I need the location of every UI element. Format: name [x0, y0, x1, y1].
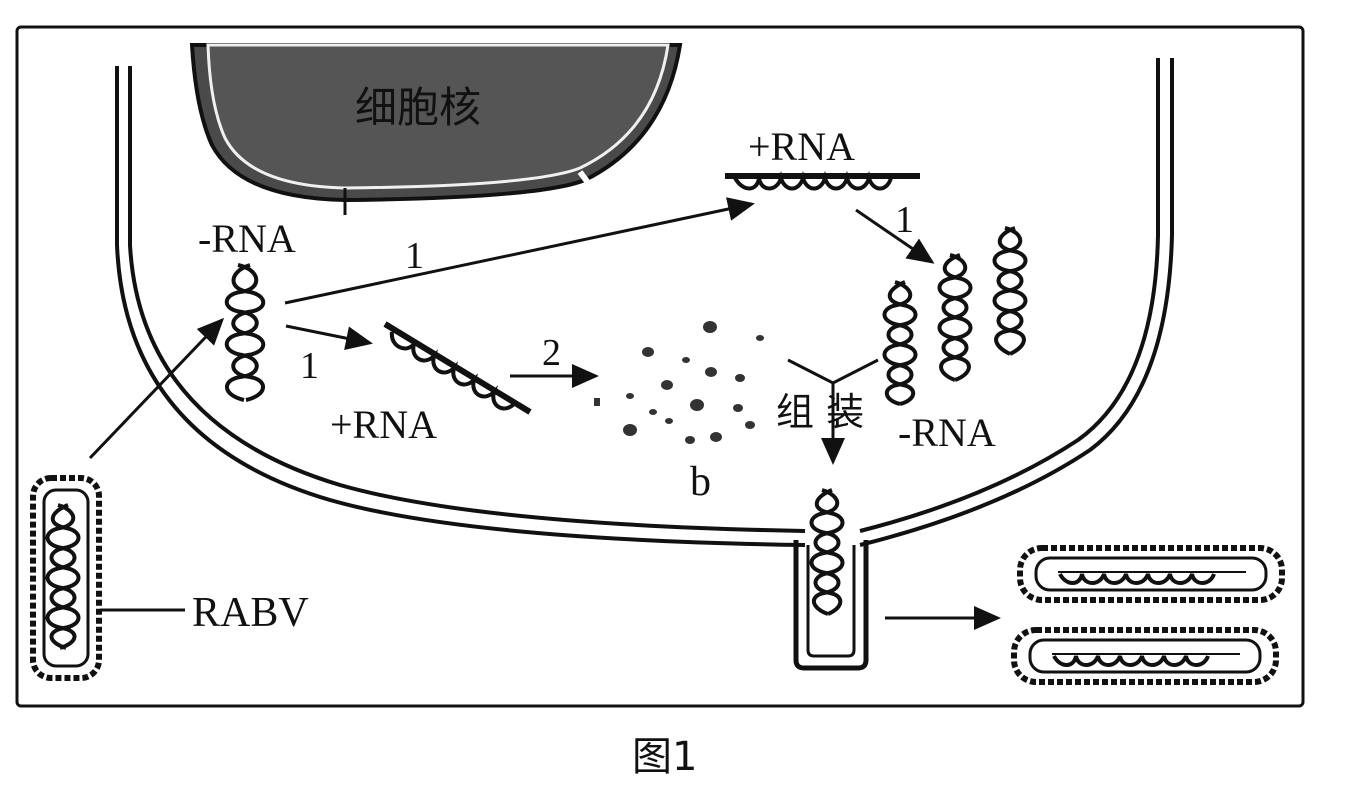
assembly-arrow: [787, 358, 879, 465]
arrow-virus-to-neg-rna: [88, 317, 225, 460]
neg-rna-left-label: -RNA: [198, 216, 296, 261]
protein-b-particles: [594, 321, 764, 444]
pos-rna-top-label: +RNA: [748, 124, 855, 169]
cell-membrane: [115, 58, 1174, 547]
rabv-virion: [30, 475, 185, 681]
budding-virus: [793, 488, 869, 671]
nucleus-label: 细胞核: [355, 83, 481, 132]
pos-rna-middle-label: +RNA: [330, 402, 437, 447]
pos-rna-top-strand: [725, 170, 920, 191]
arrow-top-pos-rna-to-right-neg-rna: [855, 208, 935, 264]
pos-rna-middle-strand: [383, 321, 532, 415]
neg-rna-right-coils: [882, 226, 1028, 406]
assembly-label: 组 装: [776, 390, 864, 434]
arrow-neg-rna-to-middle-pos-rna: [285, 324, 373, 351]
arrow-neg-rna-to-top-pos-rna: [284, 197, 755, 305]
nucleus: 细胞核: [189, 43, 683, 215]
neg-rna-right-label: -RNA: [898, 410, 996, 455]
released-virion-upper: [1017, 545, 1285, 603]
step-1-right-label: 1: [895, 199, 914, 241]
neg-rna-left-coil: [224, 263, 266, 402]
released-virion-lower: [1011, 627, 1279, 685]
protein-b-label: b: [690, 459, 711, 505]
rabv-label: RABV: [192, 590, 309, 636]
step-1-upper-label: 1: [405, 235, 424, 277]
figure-caption: 图1: [632, 734, 697, 780]
step-1-lower-label: 1: [300, 345, 319, 387]
diagram-frame: [15, 25, 1305, 708]
step-2-label: 2: [542, 332, 561, 374]
